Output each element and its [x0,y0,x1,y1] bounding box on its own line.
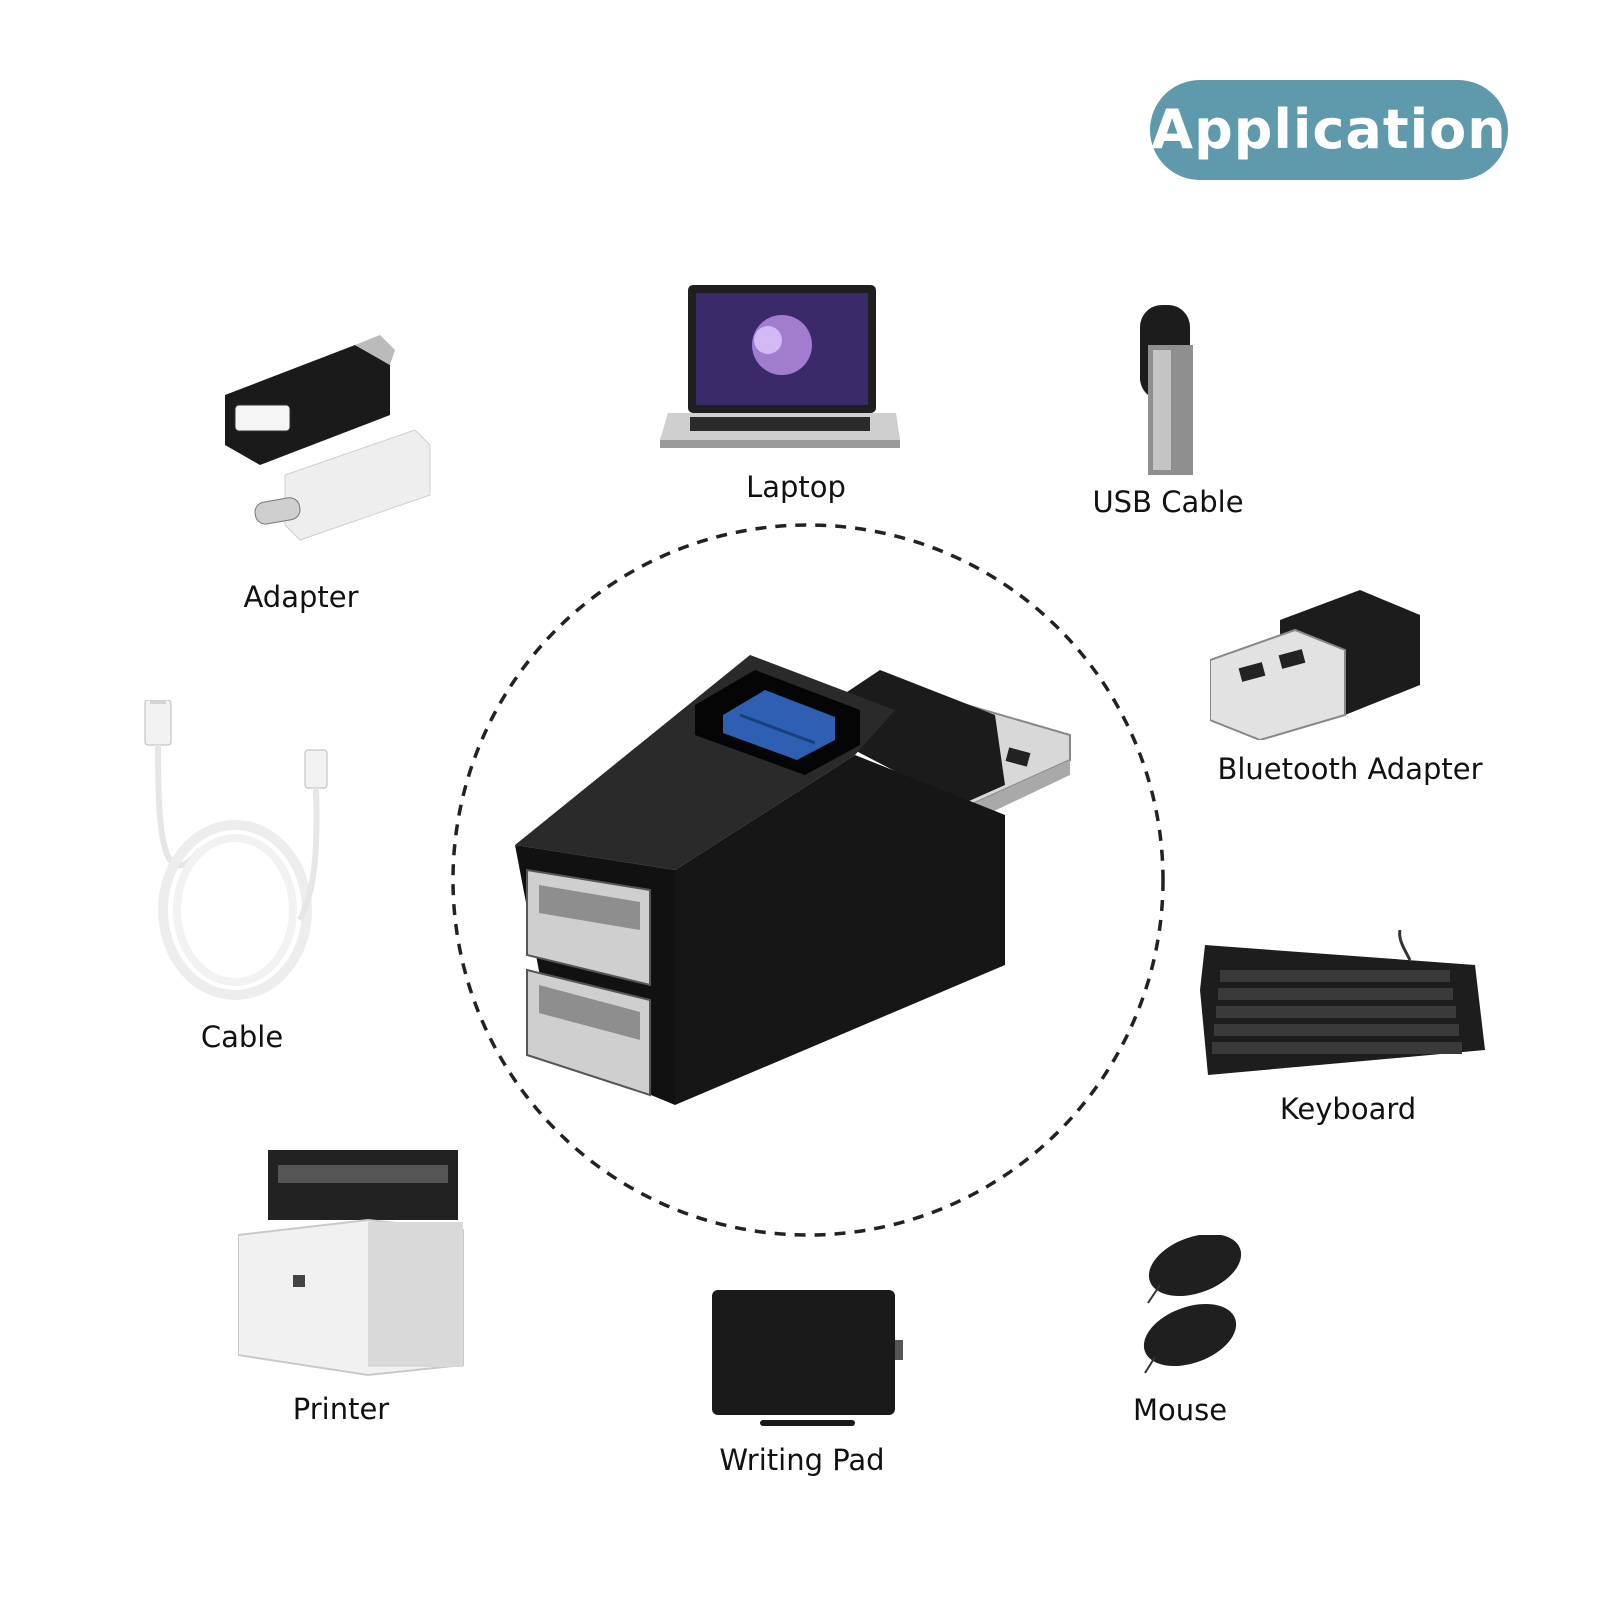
device-label-adapter: Adapter [243,580,359,614]
keyboard-icon [1200,930,1485,1090]
writing-pad-icon [710,1290,910,1430]
usb-cable-icon [140,700,330,1010]
printer-icon [238,1150,468,1380]
device-label-cable: Cable [200,1020,284,1054]
otg-adapter-icon [215,335,445,545]
usb-flash-drive-icon [1138,305,1196,480]
laptop-icon [660,285,900,460]
device-label-keyboard: Keyboard [1279,1092,1417,1126]
device-label-mouse: Mouse [1132,1393,1228,1427]
device-label-laptop: Laptop [746,470,846,504]
device-label-bluetooth-adapter: Bluetooth Adapter [1217,752,1483,786]
application-badge: Application [1150,80,1508,180]
device-label-usb-cable: USB Cable [1092,485,1244,519]
bluetooth-dongle-icon [1210,590,1430,740]
mouse-icon [1140,1235,1250,1375]
usb-hub-icon [515,655,1085,1135]
device-label-writing-pad: Writing Pad [719,1443,885,1477]
device-label-printer: Printer [292,1392,390,1426]
